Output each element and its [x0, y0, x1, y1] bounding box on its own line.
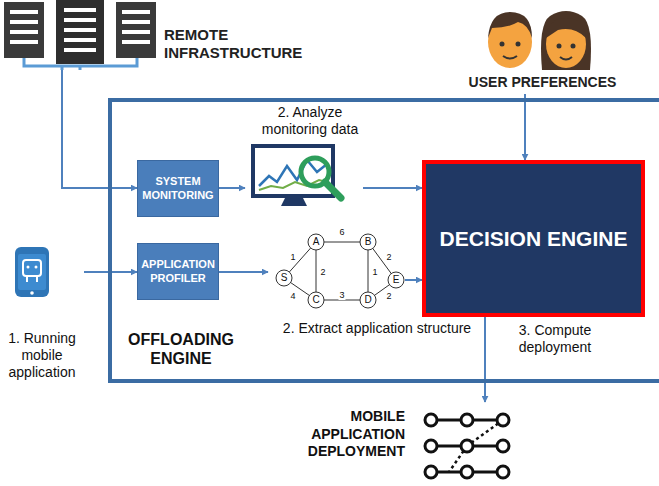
node-text: 1. Running mobile application	[0, 330, 84, 380]
graph-step: 2. Extract application structure	[268, 224, 405, 316]
flow-arrow	[524, 94, 526, 160]
node-text: USER PREFERENCES	[440, 74, 645, 91]
decision-box: DECISION ENGINE	[422, 160, 645, 317]
node-text: MOBILE APPLICATION DEPLOYMENT	[255, 408, 405, 461]
graph-weight-label: 4	[289, 291, 296, 301]
graph-weight-label: 2	[385, 252, 392, 262]
edge-label: 3. Compute deployment	[495, 322, 615, 356]
graph-vertex-label: D	[364, 295, 371, 305]
graph-weight-label: 2	[319, 267, 326, 277]
analysis-step: 2. Analyze monitoring data	[245, 104, 363, 208]
flow-arrow	[484, 317, 486, 402]
graph-vertex-label: B	[365, 237, 372, 247]
graph-weight-label: 6	[338, 227, 345, 237]
process-box: APPLICATION PROFILER	[137, 243, 219, 300]
node-text: DECISION ENGINE	[432, 226, 635, 251]
graph-weight-label: 3	[338, 290, 345, 300]
user-faces	[478, 4, 598, 76]
process-box: SYSTEM MONITORING	[137, 160, 219, 217]
server-icon	[0, 0, 160, 74]
graph-vertex-label: E	[393, 275, 400, 285]
deployment-chain	[417, 410, 522, 486]
user-group: USER PREFERENCES	[440, 2, 645, 94]
flow-arrow	[62, 70, 137, 188]
graph-weight-label: 1	[371, 267, 378, 277]
graph-vertex-label: C	[312, 295, 319, 305]
graph-weight-label: 2	[385, 291, 392, 301]
flow-arrow	[219, 187, 245, 189]
node-text: APPLICATION PROFILER	[141, 258, 215, 284]
application-graph	[268, 224, 413, 320]
flow-arrow	[405, 279, 422, 281]
node-text: 2. Analyze monitoring data	[245, 104, 375, 138]
node-text: REMOTE INFRASTRUCTURE	[164, 26, 324, 62]
node-text: 2. Extract application structure	[282, 320, 472, 337]
node-text: OFFLOADING ENGINE	[116, 330, 246, 368]
flow-arrow	[219, 271, 268, 273]
server-group: REMOTE INFRASTRUCTURE	[0, 0, 325, 70]
deployment-result: MOBILE APPLICATION DEPLOYMENT	[255, 402, 525, 484]
app-icon	[14, 246, 50, 302]
graph-weight-label: 1	[289, 252, 296, 262]
graph-vertex-label: A	[313, 237, 320, 247]
node-text: SYSTEM MONITORING	[141, 175, 215, 201]
monitoring-chart	[249, 142, 349, 214]
app-source: 1. Running mobile application	[0, 246, 84, 402]
graph-vertex-label: S	[281, 273, 288, 283]
flow-arrow	[363, 187, 422, 189]
